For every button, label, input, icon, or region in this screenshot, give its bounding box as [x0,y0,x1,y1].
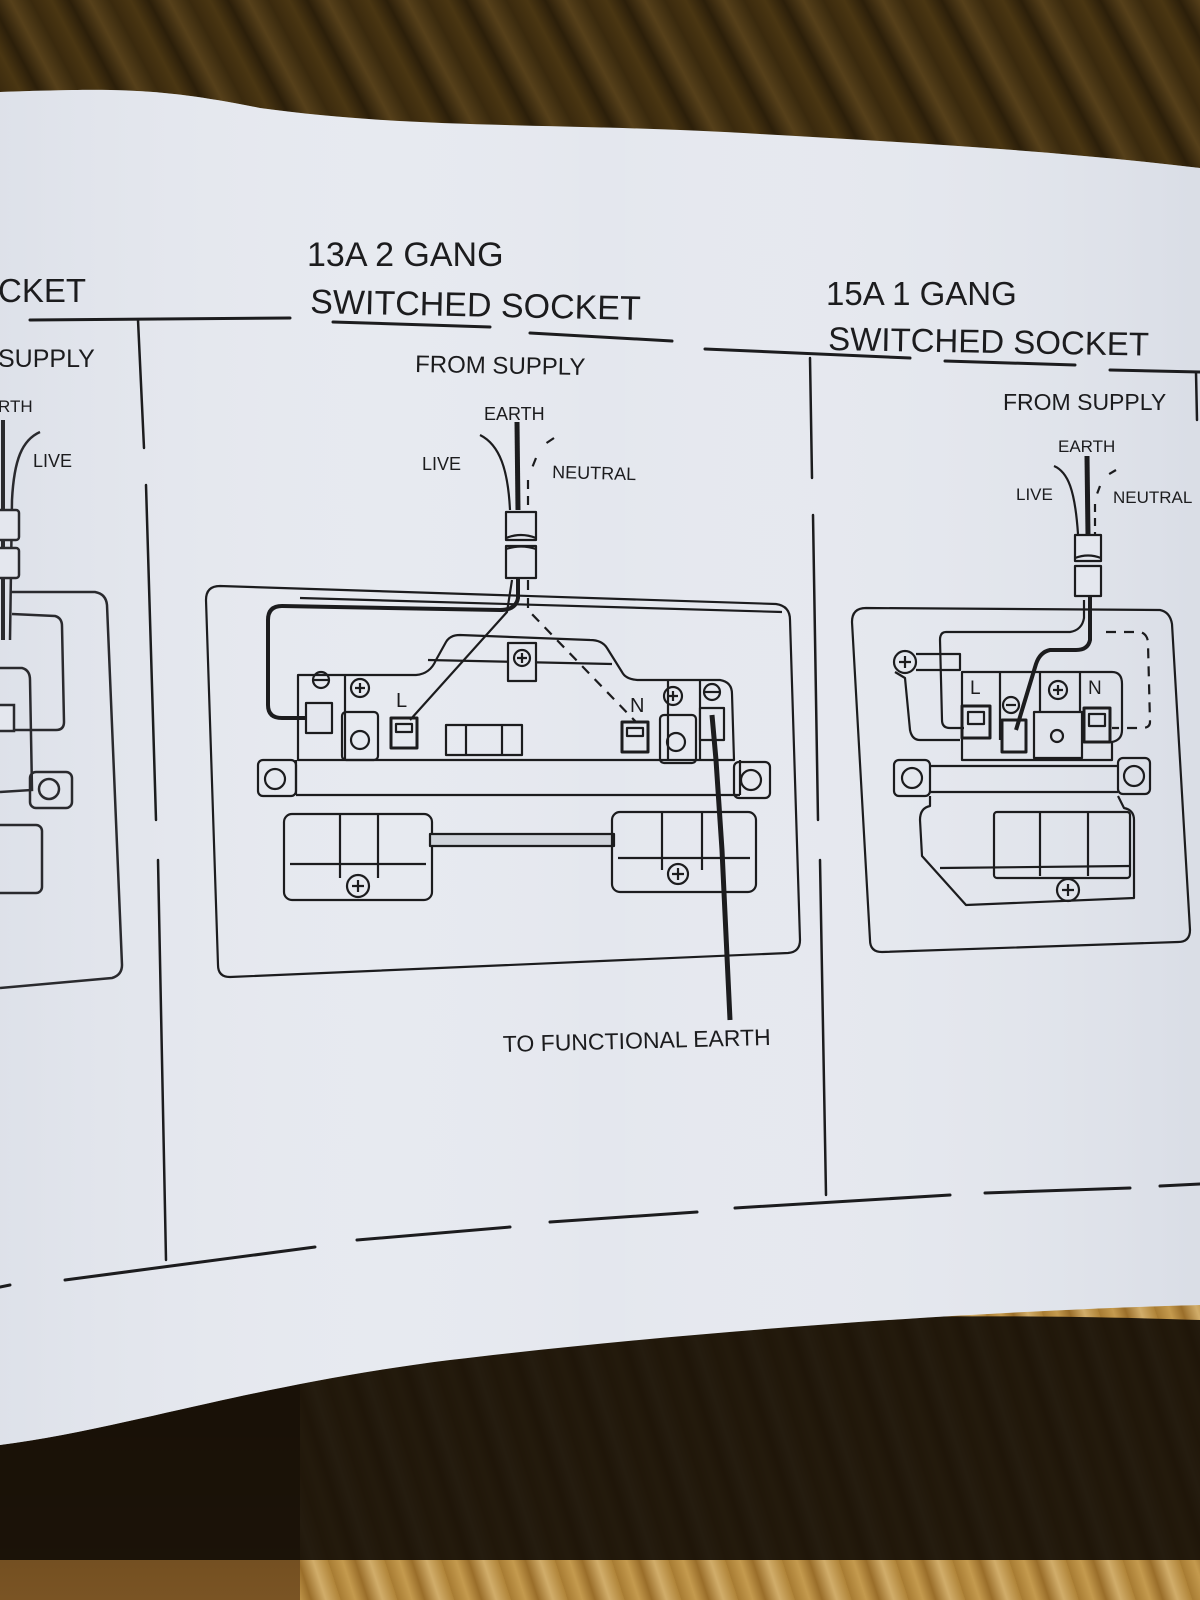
bottom-border-line [0,1182,1200,1289]
middle-earth-link-wire [266,578,520,720]
middle-backbox-top-line [299,596,783,614]
right-faceplate-outline [850,606,1192,954]
left-socket-diagram: CKET SUPPLY RTH LIVE [0,272,124,990]
middle-centre-slot [444,723,524,757]
right-title-line1: 15A 1 GANG [826,275,1017,312]
middle-neutral-terminal [620,720,650,754]
right-socket-diagram: 15A 1 GANG SWITCHED SOCKET FROM SUPPLY E… [826,275,1192,954]
right-neutral-supply-wire [1093,469,1117,534]
right-live-label: LIVE [1016,485,1053,504]
right-switch-screw-icon [1055,877,1081,903]
middle-right-pin-block [658,713,698,765]
top-border-line [28,316,1200,374]
right-cable-sleeve-lower [1073,564,1103,598]
middle-right-switch-screw-icon [666,862,690,886]
left-title-fragment: CKET [0,272,86,309]
right-terminal-housing [960,670,1124,762]
middle-cable-sleeve-lower [504,544,538,580]
right-switch-housing [918,795,1136,907]
paper-lighting [0,89,1200,1446]
right-right-mount-lug [1116,756,1152,796]
right-earth-link-wire [1014,596,1092,731]
middle-left-mount-lug [256,758,298,798]
left-switch-block [0,823,44,895]
right-neutral-label: NEUTRAL [1113,488,1192,507]
left-cable-sleeve-lower [0,546,21,580]
right-terminal-n-label: N [1088,678,1102,699]
middle-terminal-l-label: L [396,690,407,712]
middle-left-earth-terminal [304,701,334,735]
right-switch-rocker [992,810,1132,880]
left-backbox-outline [10,612,66,732]
panel-divider-right [808,356,1199,1197]
middle-left-switch-screw-icon [345,873,371,899]
middle-live-supply-wire [479,434,512,511]
middle-left-switch [282,812,434,902]
middle-terminal-n-label: N [630,695,644,717]
left-from-supply-fragment: SUPPLY [0,345,95,373]
right-left-mount-hole [900,766,924,790]
middle-live-link-wire [409,579,514,721]
middle-switch-link-bar [428,832,616,848]
left-terminal-housing [0,666,34,794]
right-live-terminal [960,704,992,740]
left-earth-label-fragment: RTH [0,397,33,416]
middle-title-line1: 13A 2 GANG [307,236,504,274]
right-right-mount-hole [1122,764,1146,788]
left-cable-sleeve-upper [0,508,21,542]
right-from-supply-label: FROM SUPPLY [1003,389,1166,415]
panel-divider-left [136,318,168,1262]
middle-title-line2: SWITCHED SOCKET [310,283,641,328]
middle-right-screw-icon [662,685,684,707]
middle-left-mount-hole [263,767,287,791]
middle-functional-earth-wire [709,714,733,1021]
right-left-mount-lug [892,758,932,798]
right-backbox-outline [946,600,1086,634]
middle-neutral-link-wire [526,580,637,723]
left-live-label: LIVE [33,451,72,471]
right-neutral-terminal [1082,706,1112,744]
right-earth-label: EARTH [1058,437,1115,456]
right-live-supply-wire [1053,464,1080,535]
right-earth-terminal [1000,718,1028,754]
middle-neutral-label: NEUTRAL [552,462,637,484]
middle-neutral-supply-wire [526,437,555,508]
middle-left-pin-block [340,710,380,762]
middle-right-mount-hole [739,768,763,792]
middle-from-supply-label: FROM SUPPLY [415,351,586,381]
middle-live-label: LIVE [422,454,461,474]
left-mount-lug [28,770,74,810]
middle-right-switch [610,810,758,894]
left-mount-hole [37,777,61,801]
right-earth-screw-icon [892,649,918,675]
middle-left-screw-icon [349,677,371,699]
right-neutral-link-wire [1106,630,1152,730]
middle-earth-supply-wire [514,421,521,511]
right-screw-icon [1047,679,1069,701]
right-earth-supply-wire [1084,455,1091,536]
middle-right-mount-lug [732,760,772,800]
middle-live-terminal [389,716,419,750]
right-pin-block [1032,710,1084,760]
left-live-wire [8,430,41,641]
right-centre-earth-screw-icon [1001,695,1021,715]
left-live-terminal [0,703,16,733]
right-terminal-l-label: L [970,678,981,699]
left-faceplate-outline [0,590,124,990]
middle-faceplate-outline [204,584,802,979]
right-title-line2: SWITCHED SOCKET [828,320,1149,363]
middle-earth-label: EARTH [484,404,545,424]
middle-centre-screw-icon [512,648,532,668]
